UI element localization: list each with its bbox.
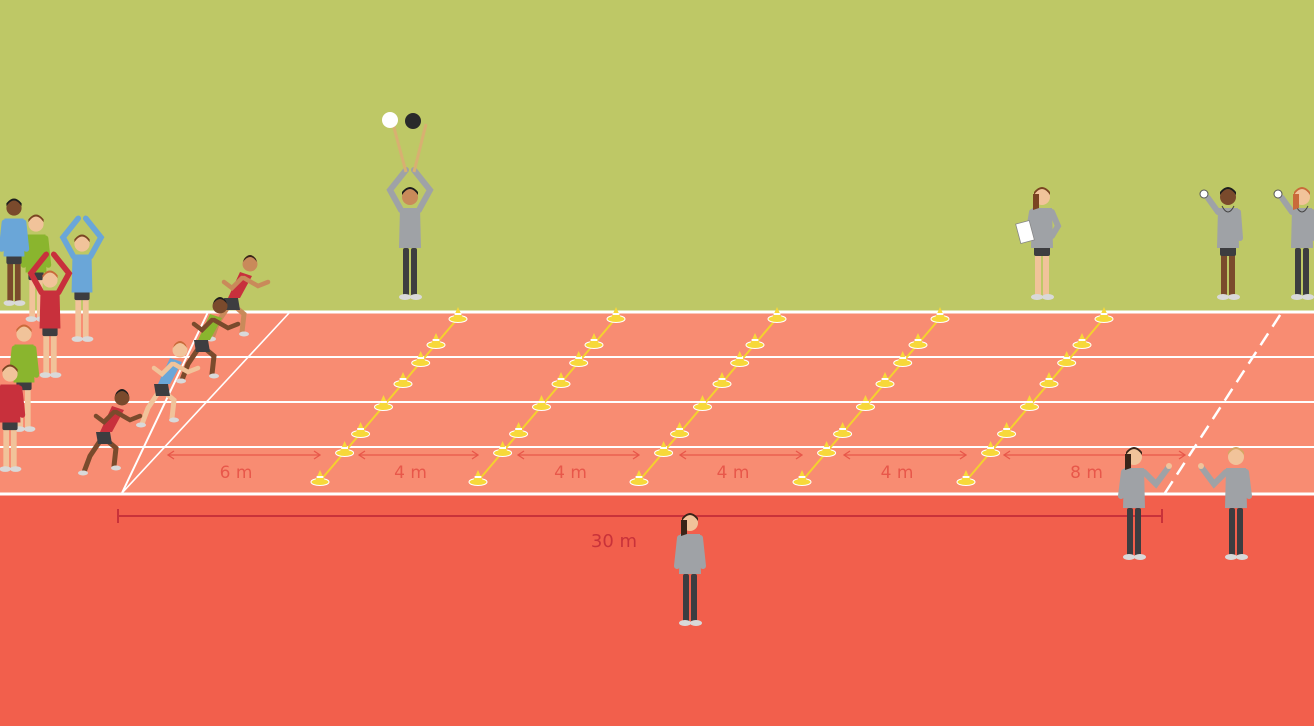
segment-label: 6 m	[220, 463, 253, 483]
segment-label: 4 m	[554, 463, 587, 483]
segment-label: 4 m	[881, 463, 914, 483]
stopwatch-icon	[1200, 190, 1208, 198]
stopwatch-icon	[1274, 190, 1282, 198]
grass-area	[0, 0, 1314, 312]
segment-label: 4 m	[717, 463, 750, 483]
segment-label: 8 m	[1070, 463, 1103, 483]
track-runoff-area	[0, 494, 1314, 726]
segment-label: 4 m	[394, 463, 427, 483]
total-distance-label: 30 m	[591, 531, 637, 552]
